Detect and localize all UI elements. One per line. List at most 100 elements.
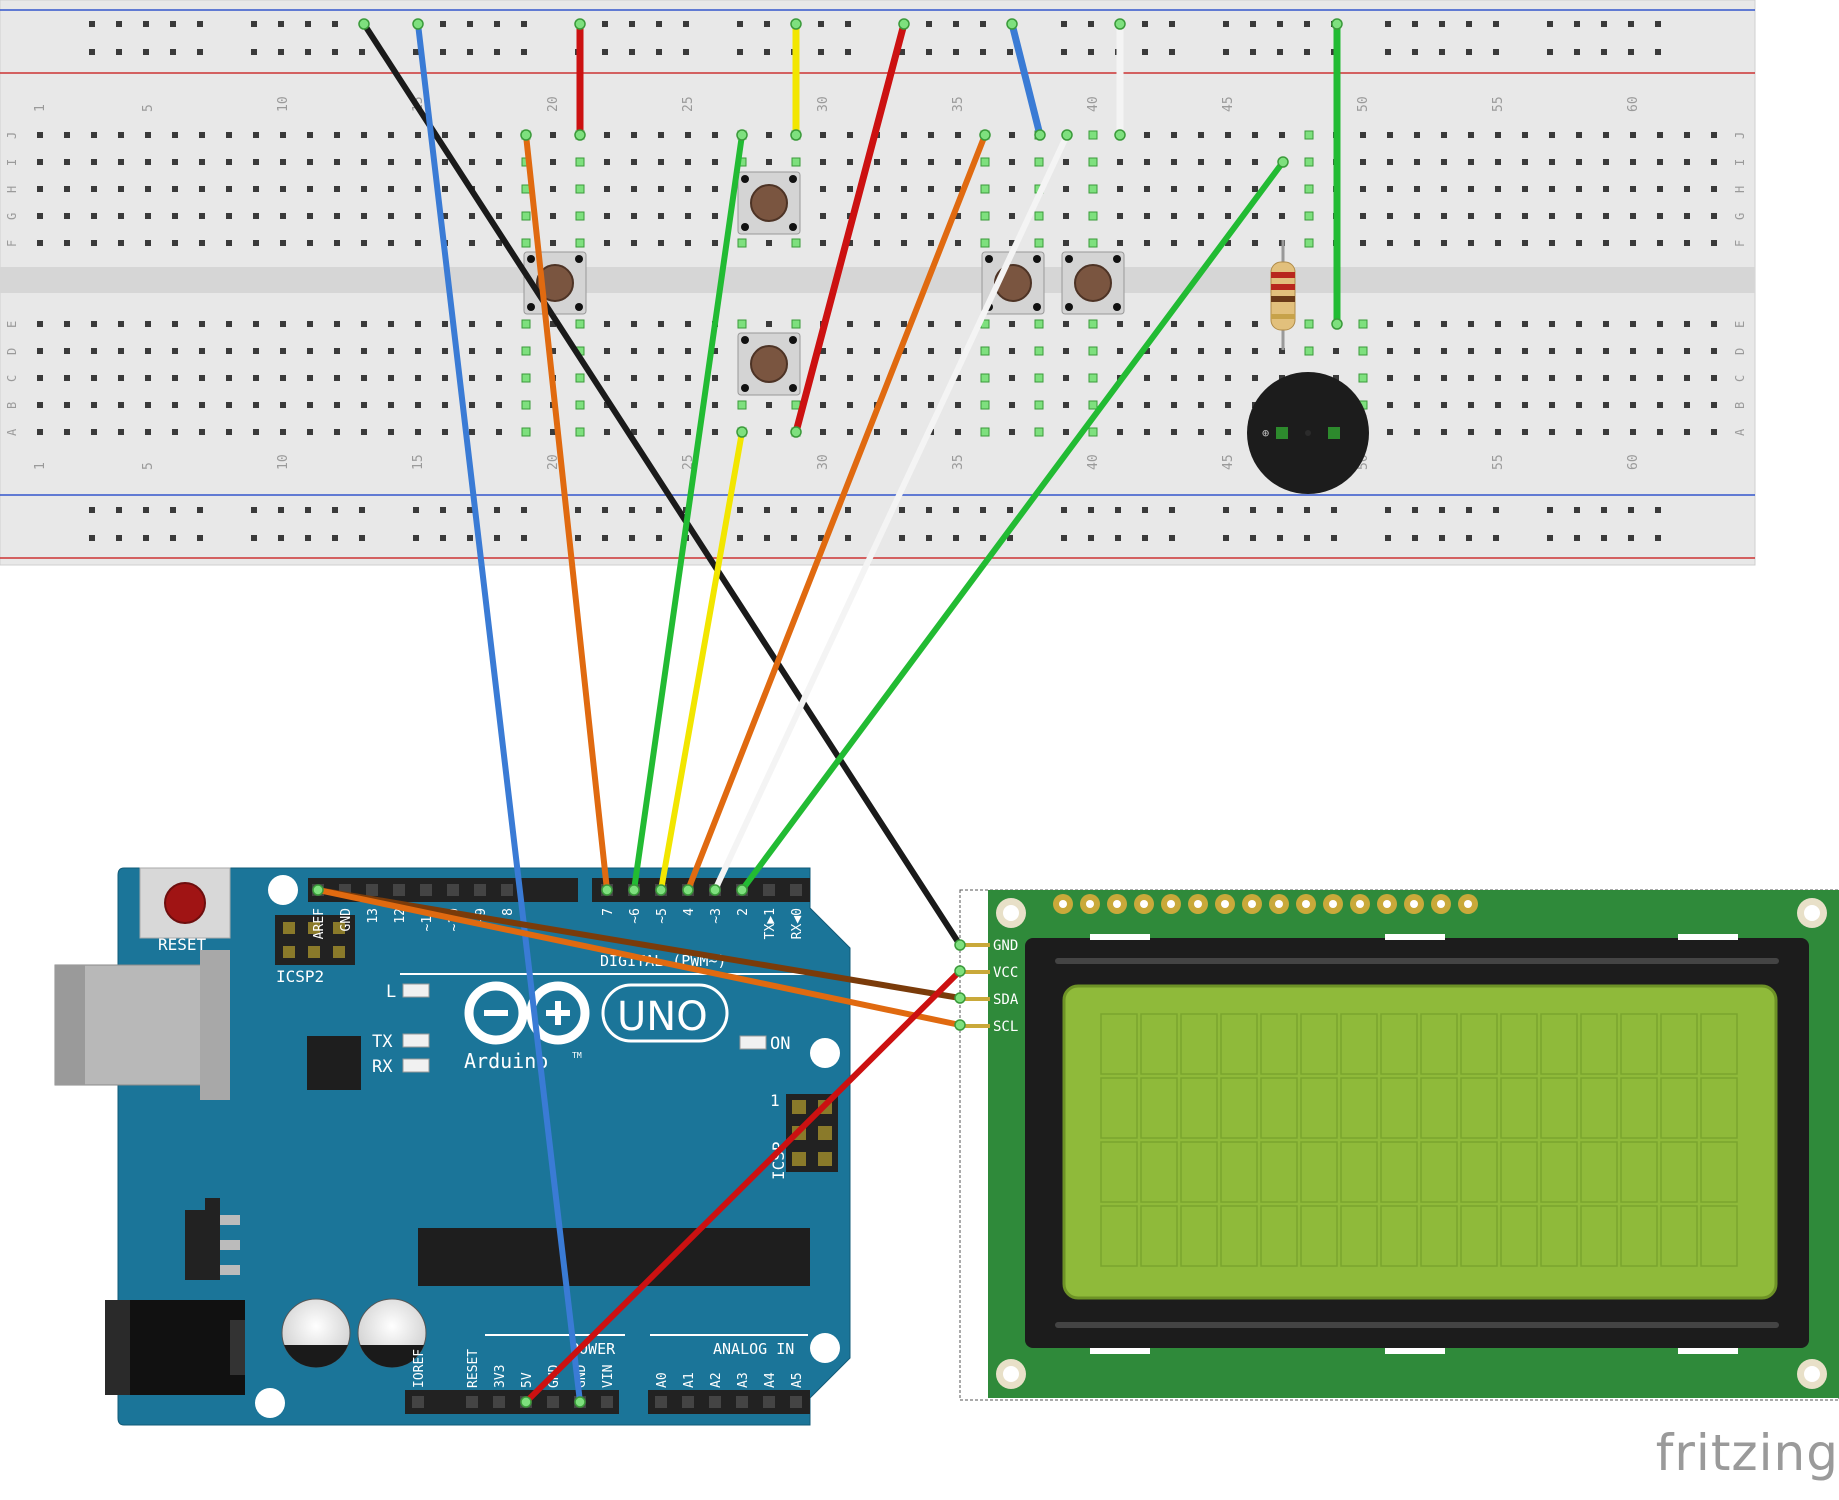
breadboard-hole — [1711, 321, 1717, 327]
wire-blue-to-gnd[interactable] — [415, 21, 583, 1405]
wire-endpoint — [736, 426, 748, 438]
power-pin[interactable] — [601, 1396, 613, 1408]
piezo-buzzer[interactable]: ⊕ — [1247, 372, 1369, 494]
rail-hole — [629, 507, 635, 513]
breadboard-hole — [1360, 132, 1366, 138]
wire-green-pin2[interactable] — [739, 159, 1286, 893]
rail-hole — [602, 507, 608, 513]
analog-pin[interactable] — [790, 1396, 802, 1408]
rail-hole — [305, 535, 311, 541]
breadboard-hole — [1549, 375, 1555, 381]
breadboard-hole — [1117, 186, 1123, 192]
digital-pin[interactable] — [366, 884, 378, 896]
analog-pin[interactable] — [682, 1396, 694, 1408]
breadboard-hole — [1063, 240, 1069, 246]
column-number: 25 — [681, 96, 696, 112]
lcd-cell — [1660, 1077, 1698, 1139]
digital-pin[interactable] — [763, 884, 775, 896]
power-pin[interactable] — [547, 1396, 559, 1408]
breadboard-hole — [1630, 132, 1636, 138]
wire-orange-pin7[interactable] — [523, 132, 610, 893]
breadboard-hole — [145, 429, 151, 435]
analog-pin[interactable] — [655, 1396, 667, 1408]
breadboard-hole — [1468, 213, 1474, 219]
breadboard-hole — [1198, 348, 1204, 354]
breadboard-hole — [118, 213, 124, 219]
wire-endpoint — [979, 129, 991, 141]
power-pin[interactable] — [412, 1396, 424, 1408]
breadboard-hole — [1414, 132, 1420, 138]
wire-red-diagonal[interactable] — [792, 20, 908, 436]
breadboard-hole — [1630, 402, 1636, 408]
breadboard-hole — [1522, 321, 1528, 327]
breadboard-hole — [334, 240, 340, 246]
breadboard-hole — [955, 348, 961, 354]
breadboard-hole — [280, 132, 286, 138]
breadboard-hole — [1171, 132, 1177, 138]
rail-hole — [1628, 507, 1634, 513]
breadboard-hole — [37, 159, 43, 165]
rail-hole — [1223, 535, 1229, 541]
breadboard-hole — [361, 402, 367, 408]
digital-pin[interactable] — [420, 884, 432, 896]
resistor[interactable] — [1270, 240, 1296, 350]
column-number: 20 — [546, 96, 561, 112]
wire-endpoint — [628, 884, 640, 896]
push-button-5[interactable] — [1061, 251, 1125, 315]
breadboard-hole — [199, 213, 205, 219]
rail-hole — [440, 507, 446, 513]
wire-black-gnd-to-lcd[interactable] — [361, 21, 963, 948]
rail-hole — [521, 49, 527, 55]
wire-green-pin6[interactable] — [631, 132, 745, 893]
lcd-cell — [1300, 1141, 1338, 1203]
wire-blue-jumper-rail[interactable] — [1008, 20, 1044, 139]
push-button-4[interactable] — [981, 251, 1045, 315]
lcd-cell — [1380, 1013, 1418, 1075]
digital-pin[interactable] — [447, 884, 459, 896]
digital-pin[interactable] — [790, 884, 802, 896]
breadboard-hole — [1414, 375, 1420, 381]
rail-hole — [467, 49, 473, 55]
power-pin[interactable] — [466, 1396, 478, 1408]
column-number: 30 — [816, 454, 831, 470]
digital-pin[interactable] — [474, 884, 486, 896]
wire-yellow-pin5[interactable] — [658, 429, 745, 893]
lcd-pad-hole — [1140, 900, 1148, 908]
rail-hole — [1385, 49, 1391, 55]
push-button-3[interactable] — [737, 332, 801, 396]
breadboard-hole — [1495, 321, 1501, 327]
breadboard-hole — [1711, 375, 1717, 381]
rail-hole — [1061, 49, 1067, 55]
rail-hole — [980, 49, 986, 55]
wire-orange-pin4[interactable] — [685, 132, 988, 893]
rail-hole — [89, 535, 95, 541]
breadboard-hole — [1684, 159, 1690, 165]
breadboard-hole — [1684, 321, 1690, 327]
lcd-bezel-tab-3 — [1678, 934, 1738, 940]
analog-pin[interactable] — [763, 1396, 775, 1408]
lcd-cell — [1700, 1141, 1738, 1203]
wire-red-5v-to-vcc[interactable] — [523, 968, 963, 1405]
reset-button[interactable] — [139, 867, 231, 939]
connected-hole — [1034, 319, 1044, 329]
rail-hole — [683, 49, 689, 55]
analog-pin[interactable] — [709, 1396, 721, 1408]
breadboard-hole — [685, 240, 691, 246]
wire-brown-sda[interactable] — [315, 887, 963, 1001]
breadboard-hole — [1630, 213, 1636, 219]
breadboard-hole — [874, 429, 880, 435]
rail-hole — [1466, 49, 1472, 55]
digital-pin[interactable] — [501, 884, 513, 896]
wire-white-pin3[interactable] — [712, 132, 1070, 893]
push-button-2[interactable] — [737, 171, 801, 235]
wire-orange-scl[interactable] — [315, 887, 963, 1028]
breadboard-hole — [280, 186, 286, 192]
digital-pin[interactable] — [393, 884, 405, 896]
breadboard-hole — [901, 348, 907, 354]
analog-pin[interactable] — [736, 1396, 748, 1408]
breadboard-hole — [901, 132, 907, 138]
power-pin[interactable] — [493, 1396, 505, 1408]
breadboard-hole — [1360, 186, 1366, 192]
breadboard-hole — [91, 132, 97, 138]
breadboard-hole — [91, 429, 97, 435]
